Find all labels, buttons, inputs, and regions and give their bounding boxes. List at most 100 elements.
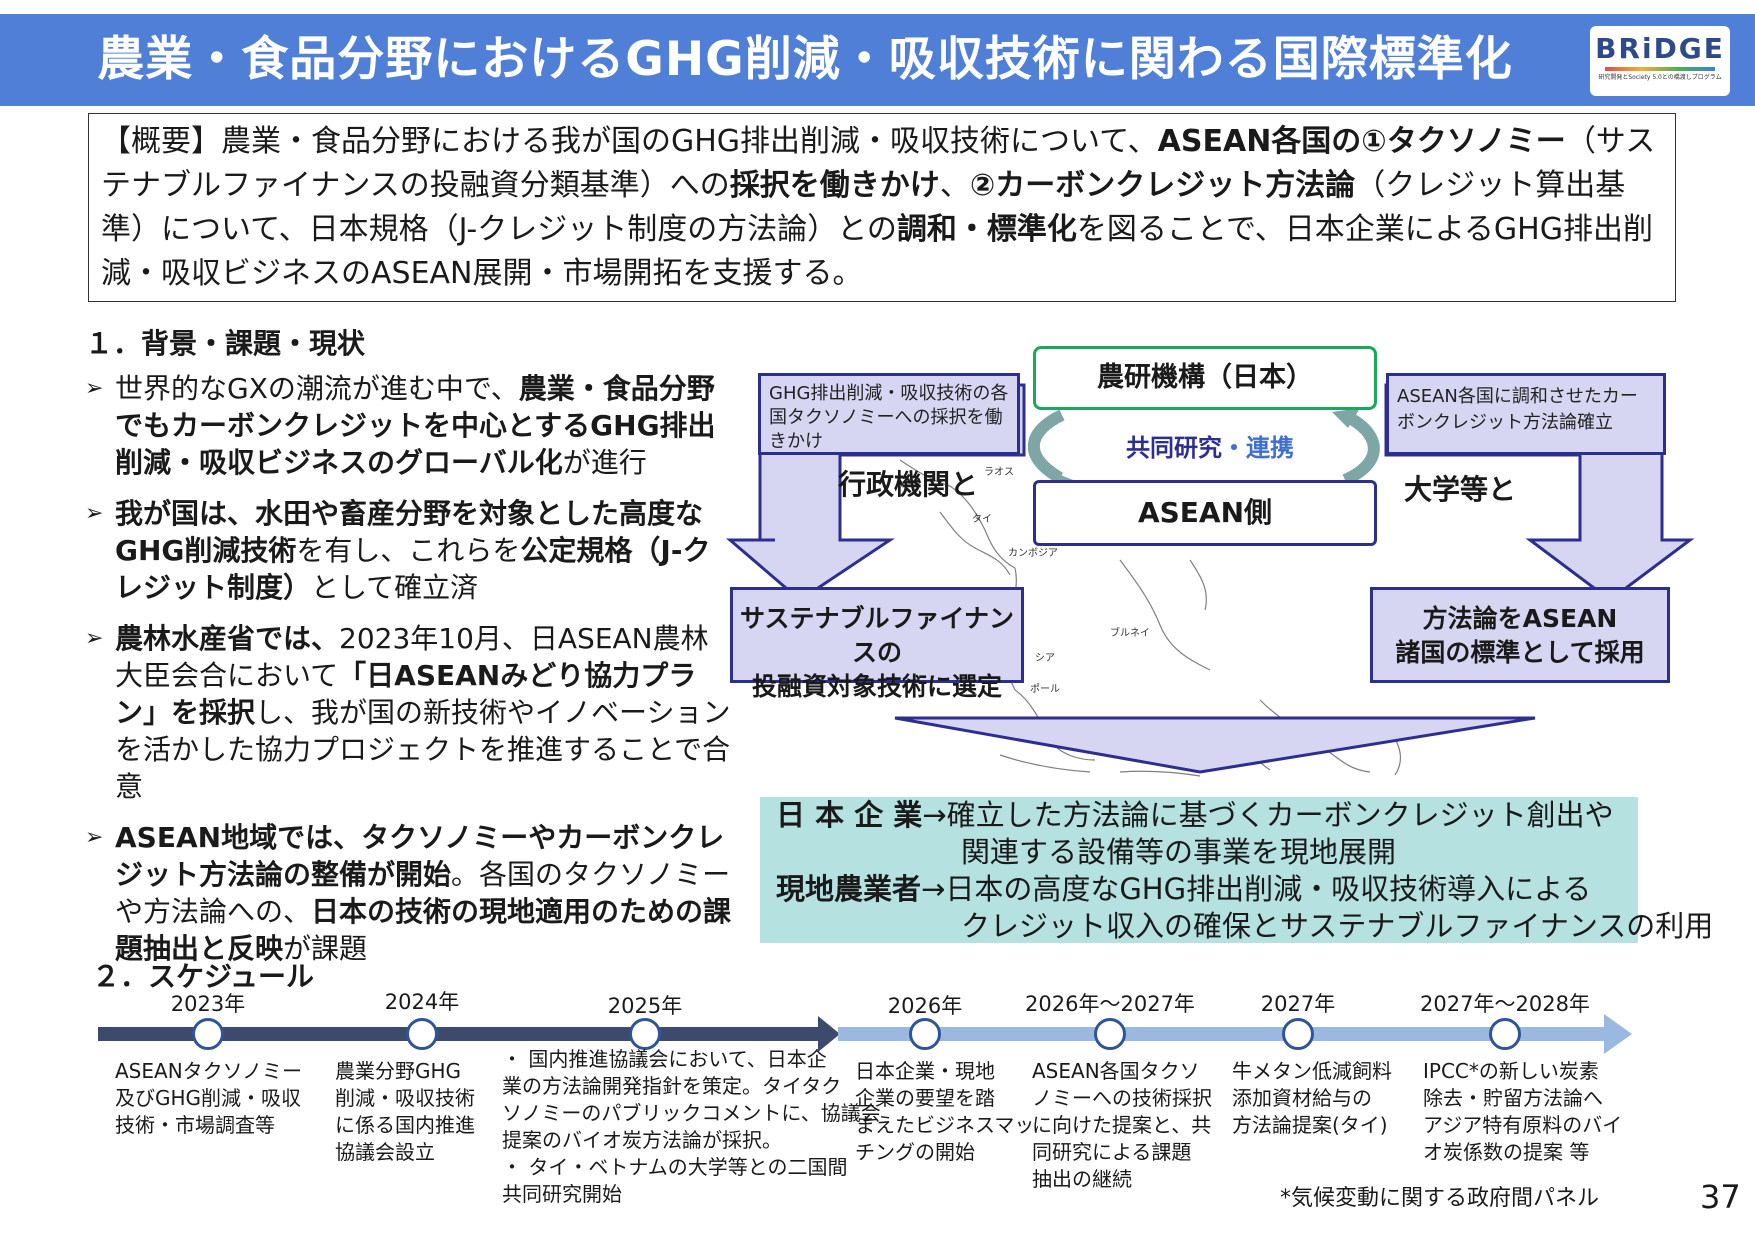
timeline-description: IPCC*の新しい炭素除去・貯留方法論へアジア特有原料のバイオ炭係数の提案 等 (1423, 1058, 1633, 1166)
cooperation-text: 連携 (1246, 434, 1294, 462)
cycle-arrow-right (1342, 412, 1380, 486)
farmer-row: 現地農業者→日本の高度なGHG排出削減・吸収技術導入による (776, 871, 1622, 908)
timeline-description-line: に係る国内推進 (335, 1113, 475, 1137)
bullet-segment: 農林水産省では、 (115, 622, 340, 655)
timeline-year: 2026年～2027年 (1025, 992, 1195, 1016)
company-row: 日 本 企 業→確立した方法論に基づくカーボンクレジット創出や (776, 797, 1622, 834)
timeline-marker (909, 1018, 941, 1050)
logo-tagline: 研究開発とSociety 5.0との橋渡しプログラム (1598, 74, 1722, 81)
joint-research-text: 共同研究 (1126, 434, 1222, 462)
bullet-segment: 。各国のタクソノミーや方法論への、 (115, 858, 731, 928)
timeline-description-line: ノミーへの技術採択 (1032, 1086, 1212, 1110)
map-label-brunei: ブルネイ (1110, 626, 1150, 639)
timeline-description: 牛メタン低減飼料添加資材給与の方法論提案(タイ) (1232, 1058, 1412, 1139)
timeline-year: 2024年 (384, 990, 460, 1014)
timeline-description-line: 及びGHG削減・吸収 (115, 1086, 302, 1110)
timeline-arrow-future-head (1604, 1014, 1632, 1054)
farmer-line2: クレジット収入の確保とサステナブルファイナンスの利用 (961, 909, 1714, 943)
cycle-arrow-left (1027, 409, 1065, 484)
footnote: *気候変動に関する政府間パネル (1280, 1186, 1600, 1211)
timeline-year: 2026年 (887, 994, 963, 1018)
result-right-box: 方法論をASEAN 諸国の標準として採用 (1370, 587, 1670, 683)
overview-segment: ASEAN各国の①タクソノミー (1157, 124, 1566, 159)
bullet-segment: 世界的なGXの潮流が進む中で、 (115, 372, 519, 405)
timeline-description-line: 添加資材給与の (1232, 1086, 1372, 1110)
timeline-description: ・ 国内推進協議会において、日本企業の方法論開発指針を策定。タイタクソノミーのパ… (502, 1046, 881, 1208)
company-line2: 関連する設備等の事業を現地展開 (961, 835, 1397, 869)
timeline-marker (629, 1018, 661, 1050)
timeline-description-line: ・ タイ・ベトナムの大学等との二国間 (502, 1155, 848, 1179)
timeline-bar-future (838, 1027, 1606, 1041)
timeline-description-line: 日本企業・現地 (855, 1059, 995, 1083)
bottom-funnel-arrow (894, 716, 1536, 774)
company-line1: →確立した方法論に基づくカーボンクレジット創出や (922, 798, 1614, 832)
result-left-line2: 投融資対象技術に選定 (751, 672, 1002, 701)
timeline-description: ASEANタクソノミー及びGHG削減・吸収技術・市場調査等 (115, 1058, 315, 1139)
timeline-description-line: 農業分野GHG (335, 1059, 462, 1083)
timeline-year: 2023年 (170, 992, 246, 1016)
timeline-description: ASEAN各国タクソノミーへの技術採択に向けた提案と、共同研究による課題抽出の継… (1032, 1058, 1212, 1193)
result-left-box: サステナブルファイナンスの 投融資対象技術に選定 (730, 587, 1024, 701)
timeline-year: 2027年～2028年 (1420, 992, 1590, 1016)
asean-box: ASEAN側 (1033, 480, 1377, 546)
timeline-description-line: 共同研究開始 (502, 1182, 622, 1206)
bridge-logo: BRiDGE 研究開発とSociety 5.0との橋渡しプログラム (1590, 26, 1730, 96)
farmer-label: 現地農業者 (776, 872, 922, 906)
overview-text: 【概要】農業・食品分野における我が国のGHG排出削減・吸収技術について、ASEA… (101, 124, 1655, 291)
bullet-segment: ASEAN地域では、タクソノミーやカーボンクレジット方法論の整備が開始 (115, 821, 725, 891)
timeline-description-line: 削減・吸収技術 (335, 1086, 475, 1110)
bullet-segment: 我が国は、水田や畜産分野を対象とした高度なGHG削減技術 (115, 497, 704, 567)
bullet-segment: を有し、これらを (296, 534, 521, 567)
bullet-segment: 公定規格（J-クレジット制度） (115, 534, 711, 604)
overview-segment: を図ることで、日本企業によるGHG排出削減・吸収ビジネスのASEAN展開・市場開… (101, 212, 1653, 291)
bullet-item: 農林水産省では、2023年10月、日ASEAN農林大臣会合において「日ASEAN… (85, 620, 735, 805)
page-number: 37 (1700, 1178, 1741, 1216)
timeline-arrow-past-head (818, 1016, 840, 1052)
bullet-item: 世界的なGXの潮流が進む中で、農業・食品分野でもカーボンクレジットを中心とするG… (85, 370, 735, 481)
map-label-malaysia: シア (1035, 653, 1055, 664)
overview-segment: 、 (939, 168, 970, 203)
timeline-description-line: 提案のバイオ炭方法論が採択。 (502, 1128, 782, 1152)
timeline-description-line: まえたビジネスマッ (855, 1113, 1035, 1137)
map-label-cambodia: カンボジア (1008, 547, 1058, 559)
overview-segment: 採択を働きかけ (729, 168, 940, 203)
bullet-segment: 2023年10月、日ASEAN農林大臣会合において (115, 622, 709, 692)
right-note: ASEAN各国に調和させたカーボンクレジット方法論確立 (1386, 373, 1666, 455)
bullet-segment: が進行 (562, 446, 647, 479)
timeline-marker (1489, 1018, 1521, 1050)
bullet-segment: が課題 (283, 932, 368, 965)
timeline-marker (192, 1018, 224, 1050)
map-label-laos: ラオス (984, 466, 1014, 478)
government-label: 行政機関と (838, 468, 979, 501)
timeline-description-line: チングの開始 (855, 1140, 975, 1164)
timeline-description-line: 牛メタン低減飼料 (1232, 1059, 1392, 1083)
overview-segment: 調和・標準化 (896, 212, 1077, 247)
timeline-marker (1094, 1018, 1126, 1050)
background-bullet-list: 世界的なGXの潮流が進む中で、農業・食品分野でもカーボンクレジットを中心とするG… (85, 370, 735, 981)
bullet-item: ASEAN地域では、タクソノミーやカーボンクレジット方法論の整備が開始。各国のタ… (85, 819, 735, 967)
timeline-marker (1282, 1018, 1314, 1050)
timeline-description-line: IPCC*の新しい炭素 (1423, 1059, 1599, 1083)
bullet-segment: として確立済 (311, 571, 479, 604)
cycle-arrow-right-head (1332, 408, 1360, 428)
page-title: 農業・食品分野におけるGHG削減・吸収技術に関わる国際標準化 (97, 32, 1513, 87)
result-right-line1: 方法論をASEAN (1422, 604, 1618, 633)
overview-box: 【概要】農業・食品分野における我が国のGHG排出削減・吸収技術について、ASEA… (88, 113, 1676, 302)
timeline-description: 日本企業・現地企業の要望を踏まえたビジネスマッチングの開始 (855, 1058, 1035, 1166)
timeline-description-line: ソノミーのパブリックコメントに、協議会 (502, 1101, 881, 1125)
timeline-description-line: アジア特有原料のバイ (1423, 1113, 1623, 1137)
title-bar (0, 14, 1755, 106)
timeline-year: 2027年 (1260, 992, 1336, 1016)
timeline-description-line: ASEAN各国タクソ (1032, 1059, 1200, 1083)
company-label: 日 本 企 業 (776, 798, 923, 832)
logo-color-bar (1605, 67, 1715, 71)
result-right-line2: 諸国の標準として採用 (1395, 638, 1645, 667)
overview-segment: （クレジット算出基準）について、日本規格（J-クレジット制度の方法論）との (101, 168, 1626, 247)
bullet-segment: 日本の技術の現地適用のための課題抽出と反映 (115, 895, 732, 965)
timeline-description-line: オ炭係数の提案 等 (1423, 1140, 1590, 1164)
overview-segment: 【概要】農業・食品分野における我が国のGHG排出削減・吸収技術について、 (101, 124, 1158, 159)
result-left-line1: サステナブルファイナンスの (739, 604, 1014, 667)
bullet-segment: 「日ASEANみどり協力プラン」を採択 (115, 659, 697, 729)
timeline-description-line: に向けた提案と、共 (1032, 1113, 1212, 1137)
